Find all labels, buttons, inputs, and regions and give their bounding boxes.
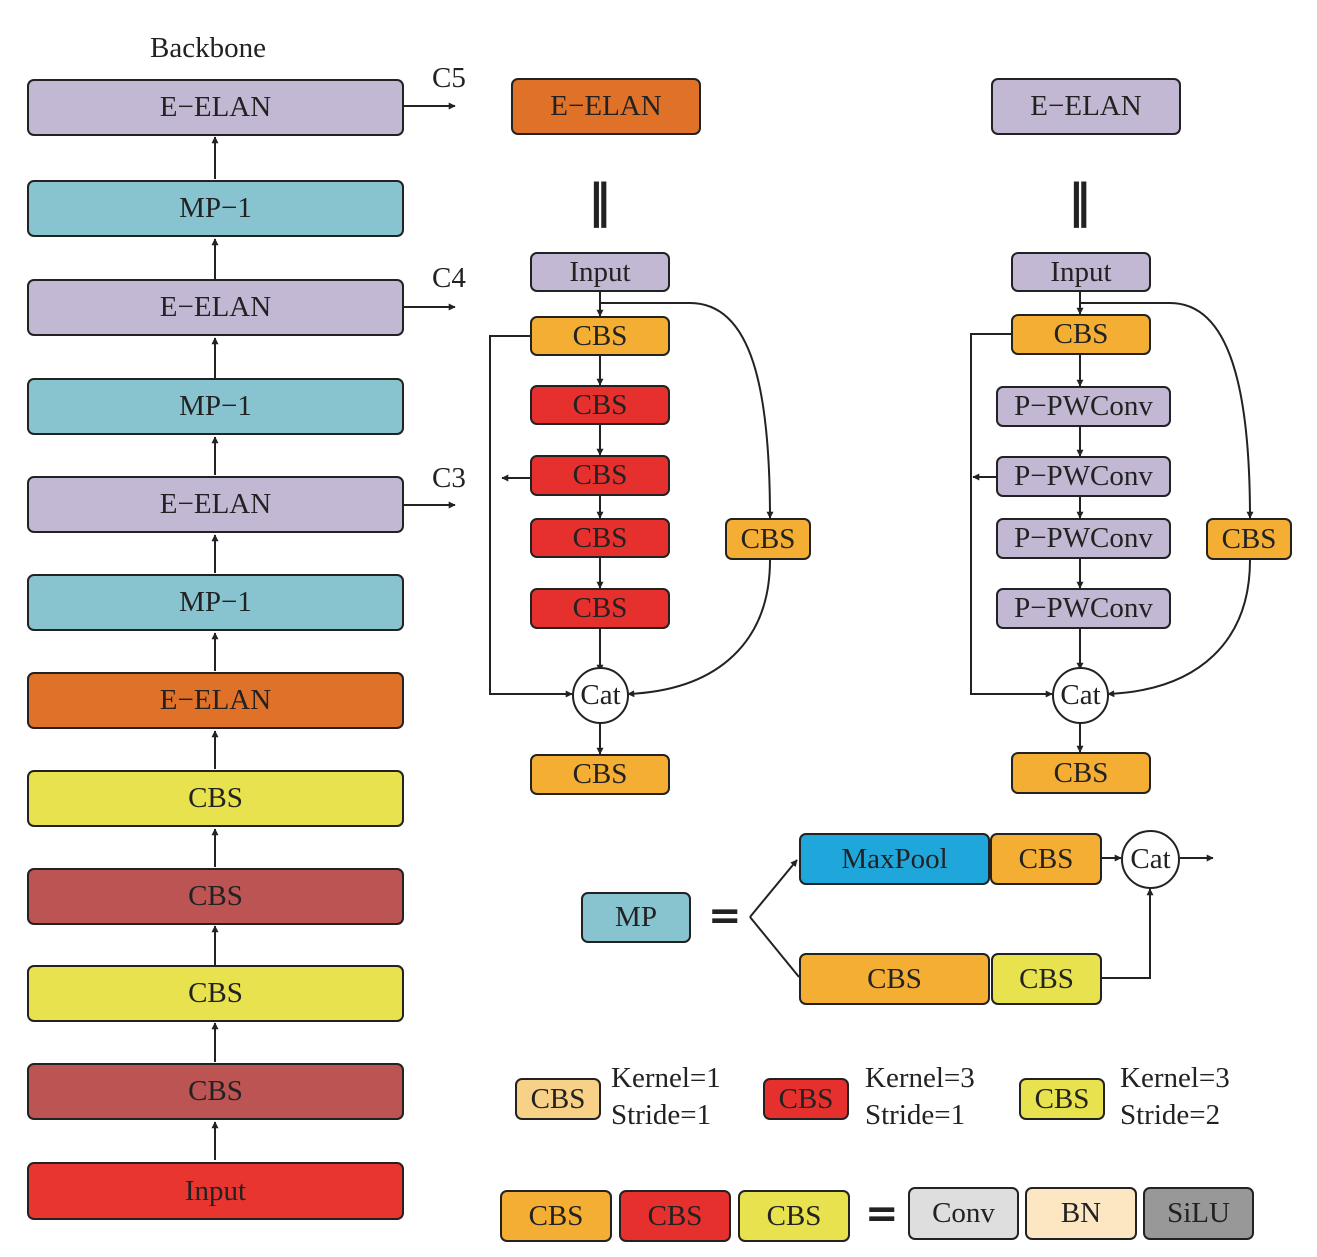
backbone-cbs-block-darkred: CBS [27, 1063, 404, 1120]
mp-equals-sign: = [708, 893, 742, 939]
composition-equals-sign: = [865, 1191, 899, 1237]
composition-silu: SiLU [1143, 1187, 1254, 1240]
backbone-e-elan-block: E−ELAN [27, 79, 404, 136]
mp-bottom-cbs-yellow: CBS [991, 953, 1102, 1005]
composition-conv: Conv [908, 1187, 1019, 1240]
backbone-e-elan-block-orange: E−ELAN [27, 672, 404, 729]
backbone-cbs-block-yellow: CBS [27, 770, 404, 827]
backbone-cbs-block-yellow: CBS [27, 965, 404, 1022]
original-eelan-output-cbs: CBS [530, 754, 670, 795]
mp-maxpool-box: MaxPool [799, 833, 990, 885]
original-eelan-cbs-1: CBS [530, 316, 670, 356]
mp-top-cbs-box: CBS [990, 833, 1102, 885]
original-eelan-cbs-5: CBS [530, 588, 670, 629]
original-eelan-connectors [489, 292, 774, 755]
modified-eelan-pwconv-1: P−PWConv [996, 386, 1171, 427]
legend-stride-1: Stride=1 [611, 1099, 712, 1131]
modified-eelan-equivalence: ‖ [1068, 174, 1091, 228]
modified-eelan-side-cbs: CBS [1206, 518, 1292, 560]
backbone-e-elan-block: E−ELAN [27, 279, 404, 336]
c4-label: C4 [432, 262, 466, 294]
backbone-mp-block: MP−1 [27, 378, 404, 435]
mp-concat: Cat [1121, 830, 1180, 889]
composition-cbs-red: CBS [619, 1190, 731, 1242]
legend-kernel-2: Kernel=3 [865, 1062, 975, 1094]
original-eelan-side-cbs: CBS [725, 518, 811, 560]
legend-stride-3: Stride=2 [1120, 1099, 1221, 1131]
legend-stride-2: Stride=1 [865, 1099, 966, 1131]
composition-cbs-orange: CBS [500, 1190, 612, 1242]
mp-module-connectors [749, 854, 1214, 979]
legend-cbs-yellow: CBS [1019, 1078, 1105, 1120]
legend-cbs-light: CBS [515, 1078, 601, 1120]
backbone-input-block: Input [27, 1162, 404, 1220]
original-eelan-cbs-3: CBS [530, 455, 670, 496]
modified-eelan-cbs-1: CBS [1011, 314, 1151, 355]
legend-kernel-3: Kernel=3 [1120, 1062, 1230, 1094]
original-eelan-equivalence: ‖ [588, 174, 611, 228]
backbone-mp-block: MP−1 [27, 574, 404, 631]
mp-bottom-cbs-orange: CBS [799, 953, 990, 1005]
composition-bn: BN [1025, 1187, 1137, 1240]
original-eelan-input: Input [530, 252, 670, 292]
c3-label: C3 [432, 462, 466, 494]
modified-eelan-output-cbs: CBS [1011, 752, 1151, 794]
modified-eelan-input: Input [1011, 252, 1151, 292]
backbone-cbs-block-darkred: CBS [27, 868, 404, 925]
legend-cbs-red: CBS [763, 1078, 849, 1120]
original-eelan-concat: Cat [572, 667, 629, 724]
backbone-mp-block: MP−1 [27, 180, 404, 237]
composition-cbs-yellow: CBS [738, 1190, 850, 1242]
backbone-e-elan-block: E−ELAN [27, 476, 404, 533]
original-eelan-header: E−ELAN [511, 78, 701, 135]
modified-eelan-connectors [970, 292, 1254, 753]
modified-eelan-pwconv-2: P−PWConv [996, 456, 1171, 497]
c5-label: C5 [432, 62, 466, 94]
modified-eelan-pwconv-3: P−PWConv [996, 518, 1171, 559]
legend-kernel-1: Kernel=1 [611, 1062, 721, 1094]
backbone-title: Backbone [150, 32, 266, 64]
mp-label-box: MP [581, 892, 691, 943]
modified-eelan-header: E−ELAN [991, 78, 1181, 135]
original-eelan-cbs-4: CBS [530, 518, 670, 558]
modified-eelan-concat: Cat [1052, 667, 1109, 724]
backbone-arrows [211, 102, 456, 1160]
modified-eelan-pwconv-4: P−PWConv [996, 588, 1171, 629]
original-eelan-cbs-2: CBS [530, 385, 670, 425]
